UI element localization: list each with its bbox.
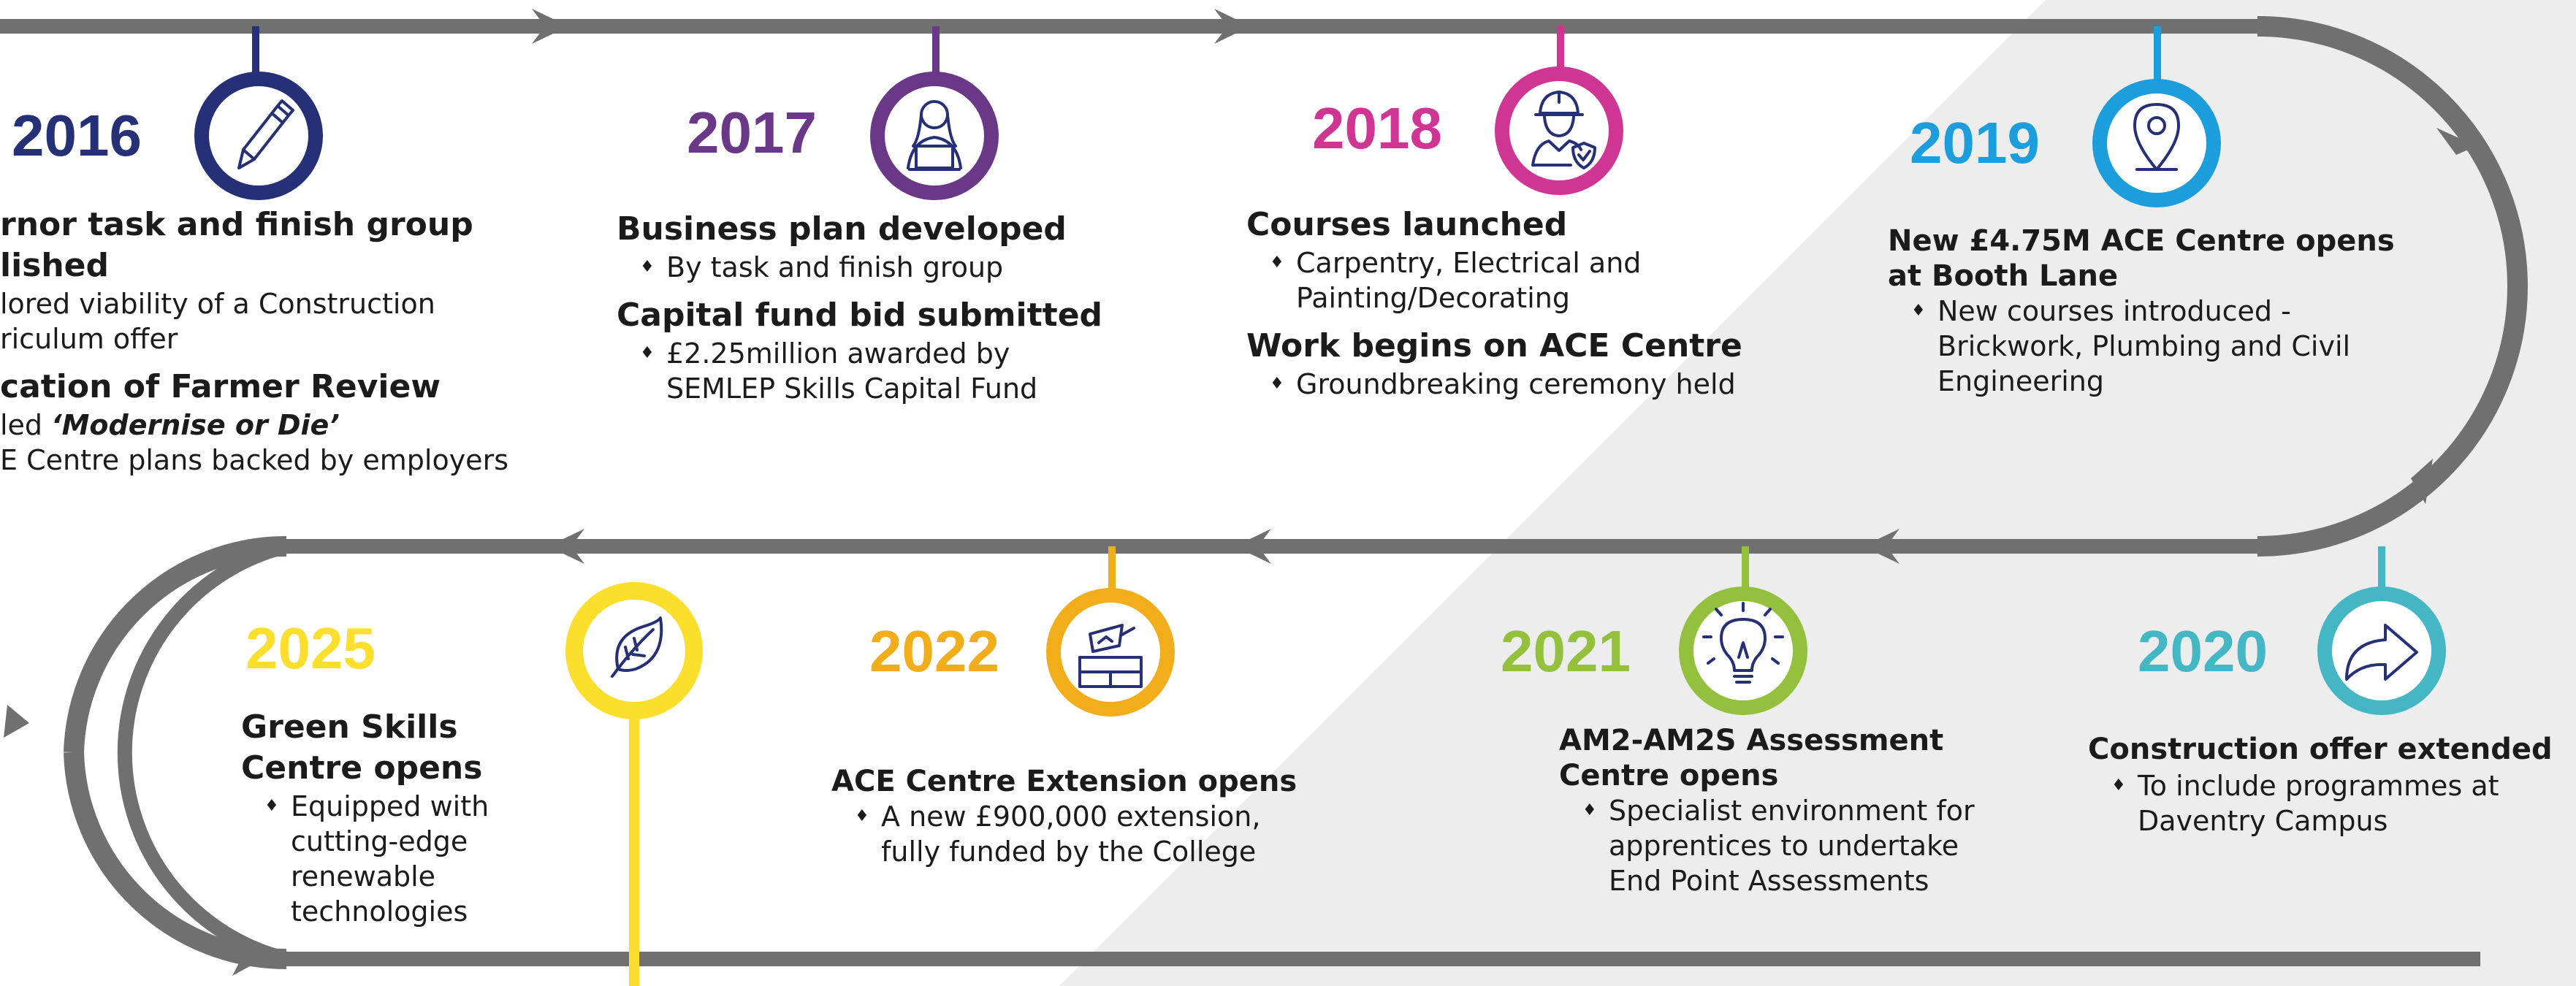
heading-work-begins: Work begins on ACE Centre bbox=[1246, 327, 1742, 364]
track-curve-right-top bbox=[2257, 16, 2528, 287]
arrow-right-1 bbox=[532, 9, 568, 44]
share-arrow-icon bbox=[2345, 624, 2418, 681]
year-2019: 2019 bbox=[1910, 110, 2040, 175]
text-ace-plans: E Centre plans backed by employers bbox=[0, 444, 508, 476]
bullet-extension: A new £900,000 extension, bbox=[831, 799, 1297, 834]
ring-2016 bbox=[194, 72, 323, 200]
lightbulb-icon bbox=[1702, 602, 1784, 684]
bullet-equipped: Equipped with bbox=[241, 789, 489, 824]
arrow-right-3 bbox=[232, 942, 263, 976]
text-modernise-title: ‘Modernise or Die’ bbox=[51, 409, 340, 441]
person-laptop-icon bbox=[907, 100, 962, 171]
arrow-curve-1 bbox=[2436, 128, 2477, 155]
bullet-carpentry: Carpentry, Electrical and bbox=[1246, 245, 1742, 280]
pencil-icon bbox=[237, 99, 294, 169]
bullet-awarded: £2.25million awarded by bbox=[617, 336, 1102, 371]
bullet-carpentry-cont: Painting/Decorating bbox=[1296, 282, 1570, 314]
bullet-new-courses-cont1: Brickwork, Plumbing and Civil bbox=[1937, 330, 2351, 362]
heading-extension: ACE Centre Extension opens bbox=[831, 765, 1297, 798]
bullet-daventry: To include programmes at bbox=[2088, 768, 2553, 803]
year-2021: 2021 bbox=[1501, 619, 1631, 684]
bullet-equipped-cont1: cutting-edge bbox=[291, 825, 468, 857]
stem-2022 bbox=[1108, 546, 1116, 594]
stem-2021 bbox=[1742, 546, 1749, 594]
bullet-groundbreaking: Groundbreaking ceremony held bbox=[1246, 367, 1742, 402]
milestone-2018-text: Courses launched Carpentry, Electrical a… bbox=[1246, 205, 1742, 402]
heading-new-centre-cont: at Booth Lane bbox=[1888, 259, 2119, 293]
track-arrows bbox=[4, 9, 2477, 976]
milestone-2025-text: Green Skills Centre opens Equipped with … bbox=[241, 707, 489, 929]
bullet-new-courses-cont2: Engineering bbox=[1937, 365, 2104, 397]
year-2017: 2017 bbox=[687, 100, 817, 165]
year-2022: 2022 bbox=[869, 619, 999, 684]
heading-am2: AM2-AM2S Assessment bbox=[1559, 724, 1944, 757]
heading-task-group: rnor task and finish group bbox=[0, 206, 473, 243]
milestone-2021-text: AM2-AM2S Assessment Centre opens Special… bbox=[1559, 723, 1975, 898]
text-modernise-prefix: led bbox=[0, 409, 52, 441]
track-curve-left-top bbox=[64, 536, 287, 753]
stem-2025 bbox=[629, 649, 639, 986]
location-pin-icon bbox=[2133, 103, 2180, 171]
ring-2022 bbox=[1046, 588, 1175, 716]
stem-2018 bbox=[1557, 26, 1564, 81]
bullet-daventry-cont: Daventry Campus bbox=[2138, 805, 2388, 837]
bullet-task-group: By task and finish group bbox=[617, 250, 1102, 285]
arrow-left-1 bbox=[1863, 529, 1899, 564]
arrow-curve-2 bbox=[2411, 459, 2433, 504]
track-curve-right-bottom bbox=[2257, 286, 2528, 557]
heading-task-group-line2: lished bbox=[0, 247, 110, 284]
year-2016: 2016 bbox=[12, 103, 142, 168]
heading-new-centre: New £4.75M ACE Centre opens bbox=[1888, 224, 2395, 258]
arrow-left-2 bbox=[1235, 529, 1271, 564]
bullet-awarded-cont: SEMLEP Skills Capital Fund bbox=[666, 372, 1038, 405]
milestone-2022-text: ACE Centre Extension opens A new £900,00… bbox=[831, 764, 1297, 869]
ring-2020 bbox=[2317, 586, 2446, 715]
milestone-2016-text: rnor task and finish group lished lored … bbox=[0, 205, 508, 478]
heading-offer-extended: Construction offer extended bbox=[2088, 733, 2553, 766]
heading-courses-launched: Courses launched bbox=[1246, 206, 1568, 243]
bullet-specialist: Specialist environment for bbox=[1559, 793, 1975, 828]
text-modernise: led ‘Modernise or Die’ bbox=[0, 408, 508, 443]
year-2018: 2018 bbox=[1312, 96, 1442, 161]
bullet-extension-cont: fully funded by the College bbox=[881, 836, 1257, 868]
bullet-new-courses: New courses introduced - bbox=[1888, 294, 2395, 329]
year-2020: 2020 bbox=[2138, 619, 2268, 684]
milestone-2020-text: Construction offer extended To include p… bbox=[2088, 730, 2553, 838]
stem-2017 bbox=[932, 26, 940, 81]
text-viability: lored viability of a Construction bbox=[0, 288, 435, 320]
bricks-trowel-icon bbox=[1078, 624, 1143, 688]
milestone-2017-text: Business plan developed By task and fini… bbox=[617, 209, 1102, 406]
background-shade bbox=[1059, 0, 2576, 986]
stem-2019 bbox=[2154, 26, 2161, 81]
heading-capital-fund: Capital fund bid submitted bbox=[617, 297, 1103, 334]
heading-farmer-review: cation of Farmer Review bbox=[0, 368, 441, 405]
heading-green-skills: Green Skills bbox=[241, 708, 458, 746]
arrow-left-3 bbox=[548, 529, 584, 564]
milestone-2019-text: New £4.75M ACE Centre opens at Booth Lan… bbox=[1888, 223, 2395, 399]
stem-2016 bbox=[252, 26, 259, 81]
construction-worker-icon bbox=[1531, 91, 1596, 169]
ring-2021 bbox=[1679, 586, 1807, 715]
arrow-right-2 bbox=[1214, 9, 1251, 44]
heading-green-skills-cont: Centre opens bbox=[241, 749, 483, 787]
heading-am2-cont: Centre opens bbox=[1559, 759, 1779, 792]
bullet-equipped-cont3: technologies bbox=[291, 895, 468, 928]
text-curriculum: riculum offer bbox=[0, 323, 178, 355]
bullet-equipped-cont2: renewable bbox=[291, 860, 436, 893]
bullet-specialist-cont1: apprentices to undertake bbox=[1609, 830, 1959, 862]
stem-2020 bbox=[2378, 546, 2385, 594]
ring-2019 bbox=[2092, 79, 2221, 207]
year-2025: 2025 bbox=[245, 616, 376, 681]
arrow-curve-3 bbox=[4, 705, 29, 738]
leaf-icon bbox=[611, 616, 663, 678]
bullet-specialist-cont2: End Point Assessments bbox=[1609, 865, 1929, 897]
ring-2018 bbox=[1495, 66, 1623, 195]
heading-business-plan: Business plan developed bbox=[617, 210, 1067, 248]
